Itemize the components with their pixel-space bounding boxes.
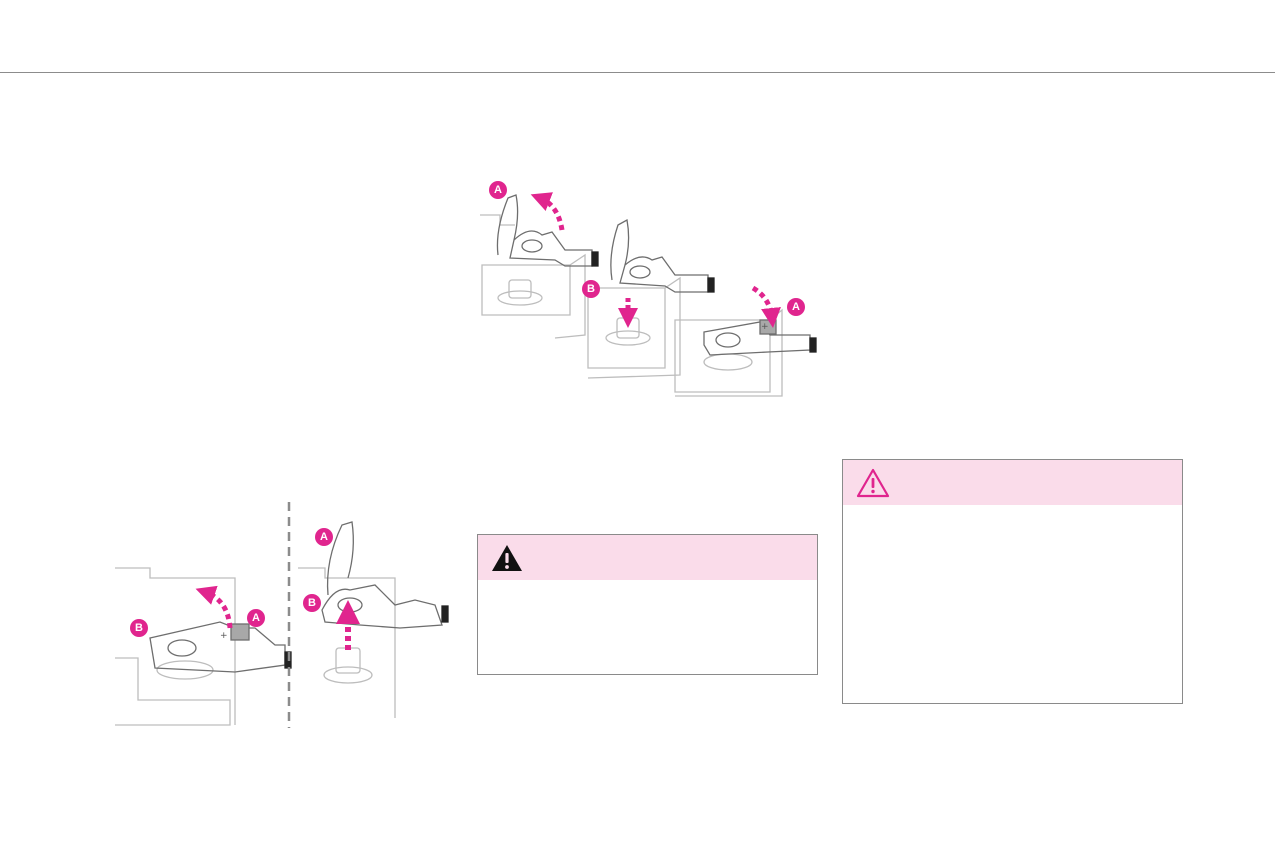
warning-triangle-filled-icon	[492, 545, 522, 571]
callout-b-step2: B	[582, 280, 600, 298]
clamp-open-view	[298, 521, 449, 718]
callout-a-right: A	[315, 528, 333, 546]
warning-box-2	[842, 459, 1183, 704]
warning-body-1	[478, 580, 817, 674]
clamp-step-2	[587, 218, 715, 379]
callout-a-left: A	[247, 609, 265, 627]
clamp-step-1	[480, 194, 599, 339]
svg-text:B: B	[587, 283, 595, 295]
battery-terminal-figure-top: A B + A	[480, 181, 817, 397]
svg-text:B: B	[308, 597, 316, 609]
header-rule	[0, 72, 1275, 73]
svg-text:A: A	[494, 184, 502, 196]
warning-body-2	[843, 505, 1182, 703]
callout-a-step1: A	[489, 181, 507, 199]
svg-text:A: A	[320, 531, 328, 543]
clamp-closed-view	[115, 567, 292, 726]
svg-text:A: A	[792, 301, 800, 313]
warning-header-2	[843, 460, 1182, 505]
callout-b-left: B	[130, 619, 148, 637]
warning-header-1	[478, 535, 817, 580]
warning-triangle-outline-icon	[856, 468, 890, 498]
callout-a-step3: A	[787, 298, 805, 316]
positive-terminal-mark-bottom: +	[220, 631, 228, 641]
warning-box-1	[477, 534, 818, 675]
callout-b-right: B	[303, 594, 321, 612]
svg-text:B: B	[135, 622, 143, 634]
clamp-step-3	[674, 308, 817, 397]
svg-text:A: A	[252, 612, 260, 624]
battery-terminal-figure-bottom: + B A A B	[115, 502, 449, 728]
positive-terminal-mark: +	[761, 322, 769, 332]
